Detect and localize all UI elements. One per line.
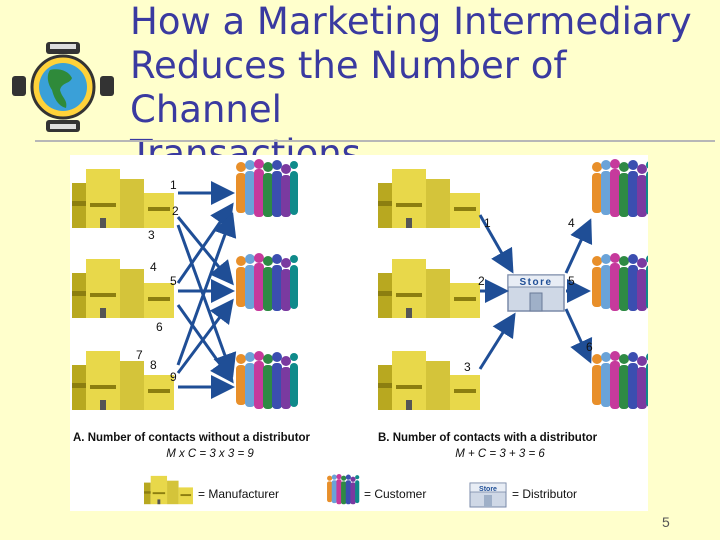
contact-number: 1 bbox=[170, 178, 177, 192]
manufacturer-b1-icon bbox=[378, 169, 480, 228]
contact-number: 3 bbox=[464, 360, 471, 374]
slide-title: How a Marketing Intermediary Reduces the… bbox=[130, 0, 710, 176]
contact-number: 2 bbox=[172, 204, 179, 218]
numbers-panel-a: 1 2 3 4 5 6 7 8 9 bbox=[136, 178, 179, 384]
customer-b1-icon bbox=[592, 159, 648, 217]
contact-number: 4 bbox=[568, 216, 575, 230]
customer-b3-icon bbox=[592, 351, 648, 409]
contact-number: 1 bbox=[484, 216, 491, 230]
contact-number: 9 bbox=[170, 370, 177, 384]
title-line-2: Reduces the Number of Channel bbox=[130, 44, 567, 131]
contact-number: 7 bbox=[136, 348, 143, 362]
contact-number: 5 bbox=[568, 274, 575, 288]
title-divider bbox=[35, 140, 715, 142]
globe-logo-icon bbox=[12, 42, 114, 132]
contact-number: 8 bbox=[150, 358, 157, 372]
formula-panel-b: M + C = 3 + 3 = 6 bbox=[455, 448, 545, 460]
contact-number: 2 bbox=[478, 274, 485, 288]
customer-a2-icon bbox=[236, 253, 298, 311]
contact-number: 5 bbox=[170, 274, 177, 288]
numbers-panel-b: 1 2 3 4 5 6 bbox=[464, 216, 593, 374]
diagram-canvas: 1 2 3 4 5 6 7 8 9 Store 1 2 bbox=[72, 159, 648, 508]
formula-panel-a: M x C = 3 x 3 = 9 bbox=[166, 448, 254, 460]
arrows-panel-a bbox=[176, 181, 237, 399]
distribution-diagram: 1 2 3 4 5 6 7 8 9 Store 1 2 bbox=[70, 155, 648, 511]
customer-a1-icon bbox=[236, 159, 298, 217]
customer-b2-icon bbox=[592, 253, 648, 311]
legend-store-label: Store bbox=[479, 486, 497, 493]
manufacturer-a3-icon bbox=[72, 351, 174, 410]
caption-panel-b: B. Number of contacts with a distributor bbox=[378, 432, 598, 444]
arrows-panel-b bbox=[478, 214, 593, 370]
caption-panel-a: A. Number of contacts without a distribu… bbox=[73, 432, 311, 444]
store-label: Store bbox=[519, 277, 552, 288]
legend-customer-icon bbox=[327, 474, 360, 505]
title-line-1: How a Marketing Intermediary bbox=[130, 0, 692, 43]
manufacturer-a1-icon bbox=[72, 169, 174, 228]
manufacturer-b2-icon bbox=[378, 259, 480, 318]
contact-number: 4 bbox=[150, 260, 157, 274]
legend-manufacturer-label: = Manufacturer bbox=[198, 487, 279, 501]
manufacturer-a2-icon bbox=[72, 259, 174, 318]
contact-number: 6 bbox=[586, 340, 593, 354]
contact-number: 3 bbox=[148, 228, 155, 242]
legend-distributor-label: = Distributor bbox=[512, 487, 577, 501]
page-number: 5 bbox=[662, 514, 670, 530]
contact-number: 6 bbox=[156, 320, 163, 334]
legend-distributor-icon bbox=[469, 482, 507, 508]
legend-manufacturer-icon bbox=[144, 475, 193, 505]
customer-a3-icon bbox=[236, 351, 298, 409]
legend-customer-label: = Customer bbox=[364, 487, 426, 501]
